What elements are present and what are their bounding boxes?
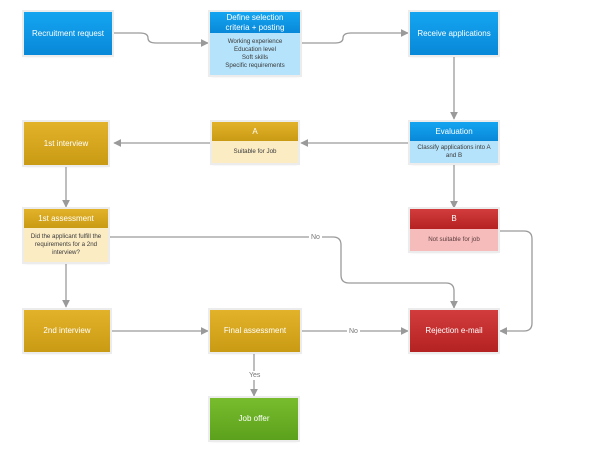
- node-second-interview[interactable]: 2nd interview: [24, 310, 110, 352]
- edge-b-to-rejection: [498, 230, 533, 335]
- criteria-item: Specific requirements: [225, 62, 285, 70]
- node-category-b-title: B: [410, 209, 498, 229]
- edge-label-assessment-no: No: [309, 233, 322, 242]
- node-evaluation-text: Classify applications into A and B: [410, 141, 498, 163]
- node-recruitment-request[interactable]: Recruitment request: [24, 12, 112, 55]
- node-define-selection[interactable]: Define selection criteria + posting Work…: [210, 12, 300, 75]
- edge-assessment-no-to-rejection: [108, 236, 458, 309]
- edge-request-to-define: [113, 32, 209, 47]
- node-job-offer[interactable]: Job offer: [210, 398, 298, 440]
- criteria-item: Working experience: [227, 37, 283, 45]
- node-category-b[interactable]: B Not suitable for job: [410, 209, 498, 251]
- node-define-selection-title: Define selection criteria + posting: [210, 12, 300, 33]
- node-first-interview[interactable]: 1st interview: [24, 122, 108, 165]
- edge-define-to-receive: [302, 29, 409, 44]
- edge-label-final-yes: Yes: [247, 371, 263, 380]
- node-category-a[interactable]: A Suitable for Job: [212, 122, 298, 163]
- criteria-item: Education level: [234, 45, 276, 53]
- edge-label-final-no: No: [347, 327, 360, 336]
- node-receive-applications[interactable]: Receive applications: [410, 12, 498, 55]
- node-final-assessment[interactable]: Final assessment: [210, 310, 300, 352]
- node-first-assessment[interactable]: 1st assessment Did the applicant fulfill…: [24, 209, 108, 262]
- node-define-selection-items: Working experience Education level Soft …: [210, 33, 300, 75]
- node-category-a-text: Suitable for Job: [212, 141, 298, 163]
- node-evaluation-title: Evaluation: [410, 122, 498, 141]
- node-first-assessment-title: 1st assessment: [24, 209, 108, 228]
- node-first-assessment-text: Did the applicant fulfill the requiremen…: [24, 228, 108, 262]
- node-rejection-email[interactable]: Rejection e-mail: [410, 310, 498, 352]
- node-category-a-title: A: [212, 122, 298, 141]
- criteria-item: Soft skills: [241, 54, 269, 61]
- node-evaluation[interactable]: Evaluation Classify applications into A …: [410, 122, 498, 163]
- node-category-b-text: Not suitable for job: [410, 229, 498, 251]
